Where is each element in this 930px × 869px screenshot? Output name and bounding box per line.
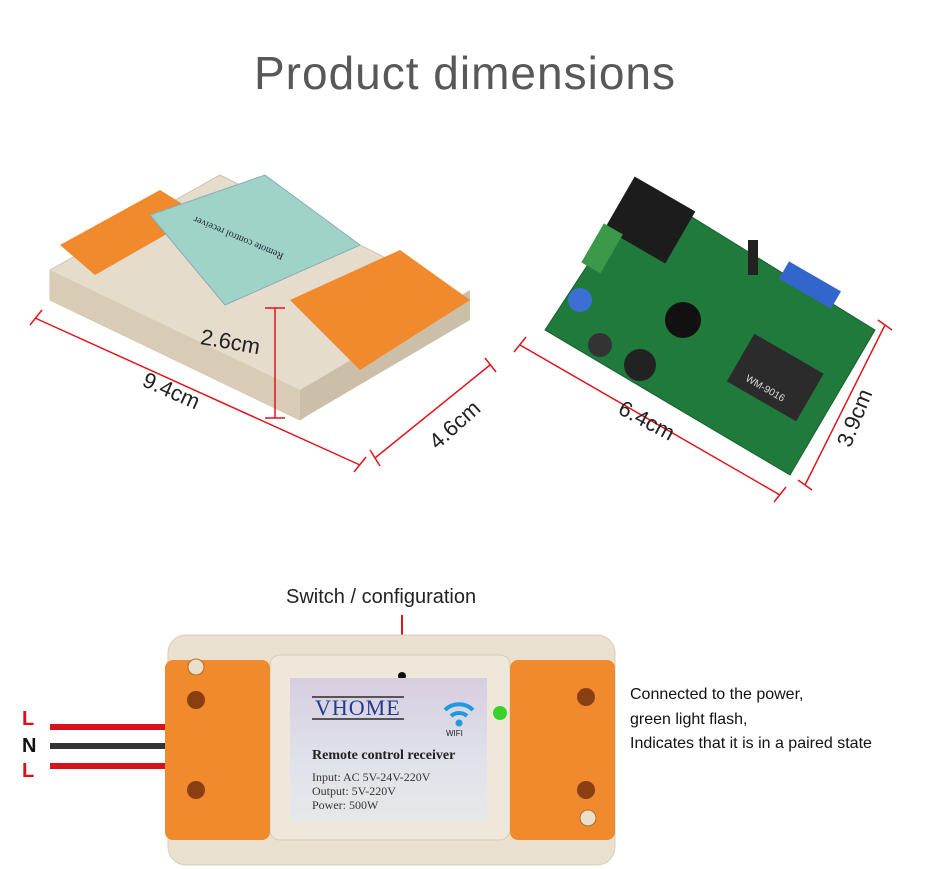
switch-configuration-label: Switch / configuration: [286, 586, 477, 608]
spec-output: Output: 5V-220V: [312, 784, 396, 798]
page-title: Product dimensions: [254, 47, 676, 99]
wire-label-n: N: [22, 735, 37, 757]
case-length-label: 9.4cm: [139, 367, 204, 414]
note-line-1: Connected to the power,: [630, 686, 804, 703]
wifi-icon: [443, 702, 475, 727]
wire-label-l2: L: [22, 760, 35, 782]
case-width-label: 4.6cm: [424, 395, 485, 454]
brand-logo: VHOME: [312, 696, 404, 720]
spec-power: Power: 500W: [312, 798, 379, 812]
note-line-3: Indicates that it is in a paired state: [630, 735, 872, 752]
wifi-label: WIFI: [446, 729, 463, 738]
dimension-lines: [29, 307, 893, 503]
product-name: Remote control receiver: [312, 748, 456, 763]
circuit-board-photo: WM-9016: [544, 176, 876, 476]
receiver-case-photo: Remote control receiver: [49, 174, 471, 421]
device-label-sticker: VHOME WIFI Remote control receiver Input…: [290, 678, 487, 822]
spec-input: Input: AC 5V-24V-220V: [312, 770, 431, 784]
note-line-2: green light flash,: [630, 711, 748, 728]
wire-label-l1: L: [22, 708, 35, 730]
